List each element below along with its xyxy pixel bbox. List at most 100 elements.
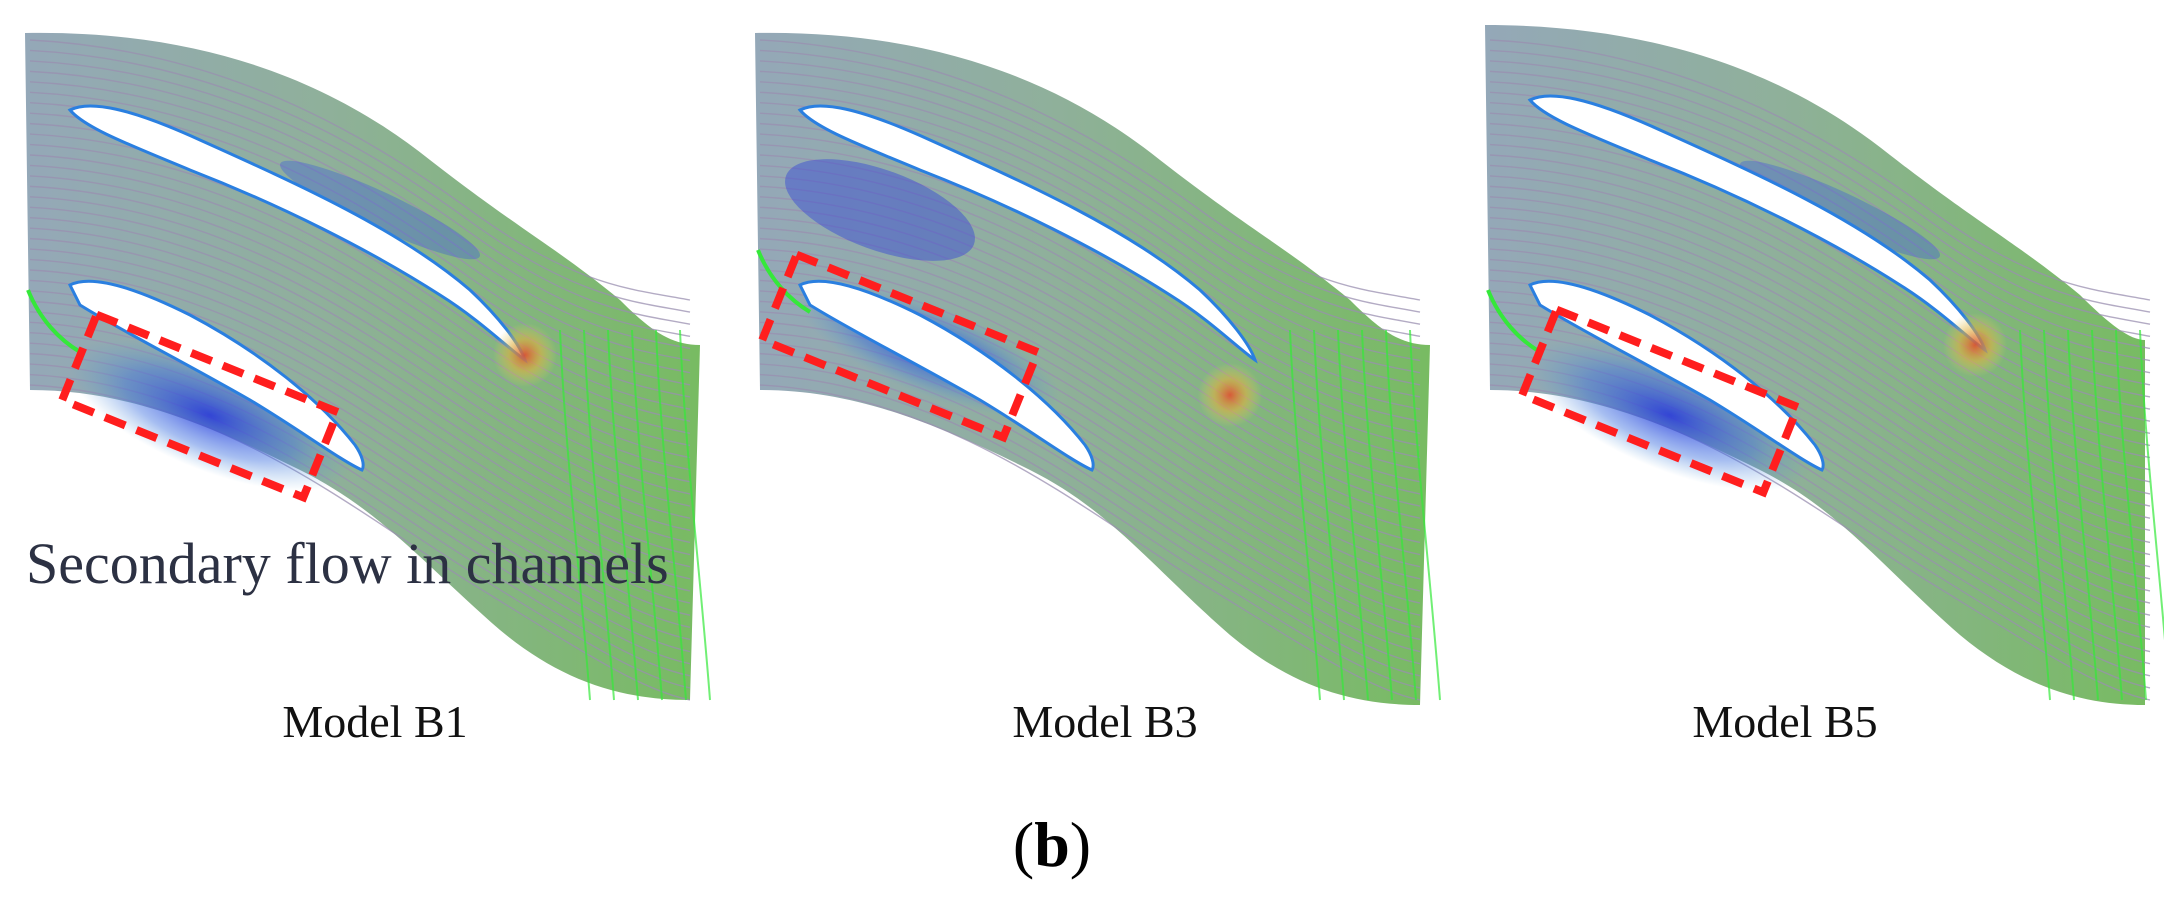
streamline — [759, 248, 1421, 544]
streamline — [759, 39, 1421, 301]
streamline — [29, 269, 691, 568]
streamline — [29, 39, 691, 301]
streamline — [29, 49, 691, 313]
outlet-streamline — [559, 329, 591, 701]
streamline — [759, 206, 1421, 495]
outlet-streamline — [2115, 329, 2147, 701]
streamline — [759, 196, 1421, 483]
flow-surface — [25, 32, 700, 700]
streamline — [759, 185, 1421, 471]
streamline — [1489, 49, 2151, 313]
outlet-streamline — [1385, 329, 1417, 701]
caption-model-b5: Model B5 — [1692, 696, 1878, 747]
stagnation-point — [1198, 363, 1262, 427]
outlet-streamline — [1337, 329, 1369, 701]
outlet-streamline — [2067, 329, 2099, 701]
caption-model-b1: Model B1 — [282, 696, 468, 747]
streamline — [1489, 133, 2151, 410]
streamline — [29, 81, 691, 350]
panel-label-close: ) — [1069, 809, 1092, 880]
stagnation-point — [1943, 313, 2007, 377]
streamline — [1489, 154, 2151, 435]
streamline — [1489, 227, 2151, 519]
streamline — [29, 217, 691, 507]
outlet-streamline — [1409, 329, 1441, 701]
streamline — [759, 60, 1421, 325]
outlet-streamline — [2043, 329, 2075, 701]
flow-surface — [755, 32, 1430, 705]
streamline — [759, 70, 1421, 338]
outlet-streamline — [631, 329, 663, 701]
streamline — [1489, 60, 2151, 325]
streamline — [29, 91, 691, 362]
highlight-box — [757, 249, 1043, 443]
streamline — [29, 70, 691, 338]
highlight-box — [57, 309, 343, 503]
streamline — [29, 60, 691, 325]
blade-lower — [67, 279, 365, 472]
streamlines — [1489, 39, 2164, 701]
streamline — [1489, 269, 2151, 568]
streamline — [1489, 185, 2151, 471]
streamline — [1489, 196, 2151, 483]
outlet-streamline — [583, 329, 615, 701]
streamline — [1489, 39, 2151, 301]
streamline — [29, 102, 691, 374]
streamline — [759, 237, 1421, 531]
streamline — [759, 175, 1421, 459]
streamline — [1489, 143, 2151, 422]
streamline — [29, 227, 691, 519]
panel-label-letter: b — [1034, 809, 1070, 880]
panel-label: (b) — [982, 808, 1122, 882]
streamline — [29, 175, 691, 459]
outlet-streamline — [2091, 329, 2123, 701]
blade-lower — [797, 279, 1095, 472]
outlet-streamline — [1289, 329, 1321, 701]
streamline — [29, 248, 691, 544]
streamline — [29, 258, 691, 556]
streamline — [1489, 91, 2151, 362]
panel-model-b3 — [755, 32, 1441, 705]
outlet-streamline — [655, 329, 687, 701]
caption-model-b3: Model B3 — [1012, 696, 1198, 747]
streamline — [759, 102, 1421, 374]
outlet-streamline — [607, 329, 639, 701]
passage-vortex — [785, 159, 975, 261]
streamline — [1489, 175, 2151, 459]
streamline — [1489, 70, 2151, 338]
stagnation-point — [493, 323, 557, 387]
streamline — [759, 384, 1421, 701]
secondary-flow-region — [69, 339, 351, 491]
annotation-secondary-flow: Secondary flow in channels — [26, 531, 669, 596]
outlet-streamline — [1313, 329, 1345, 701]
streamline — [29, 196, 691, 483]
streamline — [29, 185, 691, 471]
streamline — [759, 91, 1421, 362]
streamline — [29, 164, 691, 447]
streamline — [759, 258, 1421, 556]
suction-side-flow — [1740, 160, 1940, 260]
streamline — [759, 217, 1421, 507]
streamline — [759, 227, 1421, 519]
panel-model-b5 — [1485, 25, 2164, 705]
streamline — [1489, 164, 2151, 447]
streamlines — [29, 39, 711, 701]
streamline — [759, 164, 1421, 447]
outlet-streamline — [2019, 329, 2051, 701]
streamline — [29, 237, 691, 531]
streamline — [1489, 217, 2151, 507]
streamline — [1489, 237, 2151, 531]
suction-side-flow — [280, 160, 480, 260]
outlet-streamline — [1361, 329, 1393, 701]
panel-label-open: ( — [1012, 809, 1035, 880]
streamline — [29, 154, 691, 435]
blade-upper — [797, 104, 1258, 364]
streamline — [759, 373, 1421, 689]
streamline — [1489, 248, 2151, 544]
streamline — [759, 154, 1421, 435]
secondary-flow-region — [1529, 339, 1811, 491]
outlet-streamline — [679, 329, 711, 701]
inlet-edge — [26, 289, 82, 354]
panel-model-b1 — [25, 32, 711, 701]
